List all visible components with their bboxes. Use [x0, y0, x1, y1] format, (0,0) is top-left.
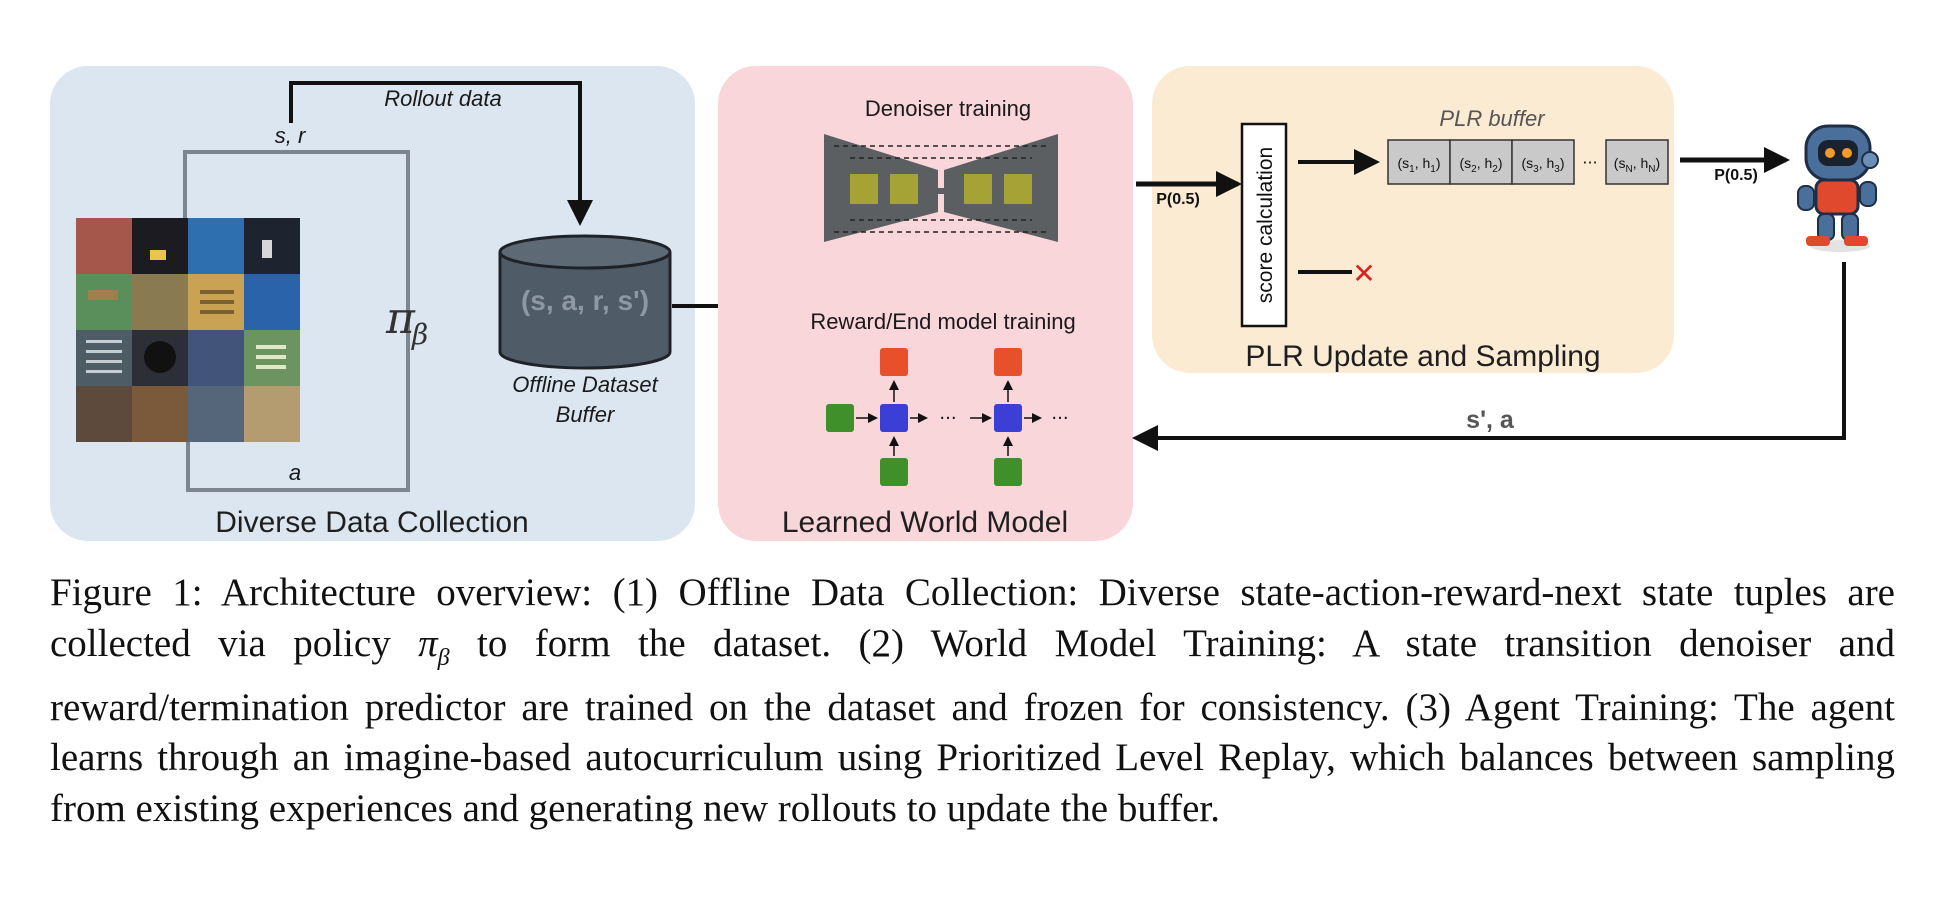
- world-model-panel-title: Learned World Model: [782, 506, 1068, 539]
- thumb-1: [76, 218, 132, 274]
- reject-mark: ✕: [1352, 257, 1375, 290]
- chain-ellipsis-1: ···: [939, 408, 956, 429]
- feedback-arrow: [1132, 262, 1846, 451]
- thumb-3: [188, 218, 244, 274]
- plr-panel-bg: [1152, 66, 1674, 373]
- thumb-6: [132, 274, 188, 330]
- thumb-11: [188, 330, 244, 386]
- node-green-in: [826, 404, 854, 432]
- offline-dataset-buffer: (s, a, r, s') Offline Dataset Buffer: [498, 234, 672, 427]
- svg-text:(s1, h1): (s1, h1): [1397, 155, 1440, 175]
- denoiser-block-4: [1004, 174, 1032, 204]
- figure-caption: Figure 1: Architecture overview: (1) Off…: [50, 568, 1895, 834]
- world-model-panel-bg: [718, 66, 1133, 541]
- feedback-label: s', a: [1466, 406, 1515, 434]
- node-red-2: [994, 348, 1022, 376]
- node-green-1: [880, 458, 908, 486]
- caption-part2: to form the dataset. (2) World Model Tra…: [50, 621, 1895, 830]
- rollout-label: Rollout data: [384, 86, 501, 111]
- plr-buffer-title: PLR buffer: [1439, 106, 1546, 131]
- score-calculation-label: score calculation: [1254, 147, 1277, 303]
- policy-loop: [183, 150, 410, 492]
- score-calculation-box: [1240, 122, 1288, 328]
- cylinder-top: [498, 234, 672, 270]
- denoiser-title: Denoiser training: [865, 96, 1031, 121]
- dataset-caption-line2: Buffer: [556, 402, 616, 427]
- denoiser-block-2: [890, 174, 918, 204]
- denoiser-block-1: [850, 174, 878, 204]
- thumb-2: [132, 218, 188, 274]
- node-red-1: [880, 348, 908, 376]
- p-out-label: P(0.5): [1714, 167, 1758, 184]
- caption-part1: Figure 1: Architecture overview: (1) Off…: [50, 571, 1895, 665]
- policy-subscript: β: [411, 318, 428, 351]
- thumb-8: [244, 274, 300, 330]
- cylinder-body: [498, 252, 672, 370]
- agent-robot-icon: [1797, 124, 1879, 252]
- buffer-cell: (s3, h3): [1511, 139, 1575, 185]
- caption-pi: π: [418, 621, 438, 665]
- node-green-2: [994, 458, 1022, 486]
- node-blue-2: [994, 404, 1022, 432]
- svg-text:(s2, h2): (s2, h2): [1459, 155, 1502, 175]
- reward-model-chain: ··· ···: [826, 348, 1069, 486]
- action-label: a: [289, 460, 301, 485]
- thumb-15: [188, 386, 244, 442]
- thumb-13: [76, 386, 132, 442]
- dataset-caption-line1: Offline Dataset: [512, 372, 658, 397]
- reward-title: Reward/End model training: [810, 309, 1075, 334]
- thumb-16: [244, 386, 300, 442]
- caption-beta: β: [437, 644, 450, 671]
- chain-ellipsis-2: ···: [1051, 408, 1068, 429]
- panel-world-model: Learned World Model Denoiser training Re…: [718, 66, 1133, 541]
- rollout-arrow: [289, 81, 593, 226]
- p-in-label: P(0.5): [1156, 191, 1200, 208]
- thumb-9: [76, 330, 132, 386]
- buffer-ellipsis: ···: [1582, 153, 1597, 172]
- buffer-cell: (s2, h2): [1449, 139, 1513, 185]
- denoiser-network: [824, 134, 1058, 242]
- collection-panel-title: Diverse Data Collection: [215, 506, 528, 539]
- panel-data-collection: Diverse Data Collection Rollout data s, …: [50, 66, 695, 541]
- thumb-14: [132, 386, 188, 442]
- policy-symbol: π: [385, 293, 416, 344]
- panel-plr: PLR Update and Sampling P(0.5) score cal…: [1136, 66, 1674, 373]
- buffer-cell: (s1, h1): [1387, 139, 1451, 185]
- plr-panel-title: PLR Update and Sampling: [1245, 340, 1600, 373]
- thumb-5: [76, 274, 132, 330]
- plr-buffer: (s1, h1) (s2, h2) (s3, h3) ··· (sN, hN): [1387, 139, 1669, 185]
- sr-label: s, r: [275, 123, 307, 148]
- dataset-tuple: (s, a, r, s'): [521, 285, 649, 316]
- denoiser-block-3: [964, 174, 992, 204]
- architecture-diagram: Diverse Data Collection Rollout data s, …: [50, 66, 1879, 541]
- environment-thumbnails: [76, 218, 300, 442]
- svg-text:(s3, h3): (s3, h3): [1521, 155, 1564, 175]
- buffer-cell: (sN, hN): [1605, 139, 1669, 185]
- node-blue-1: [880, 404, 908, 432]
- svg-text:(sN, hN): (sN, hN): [1614, 155, 1660, 175]
